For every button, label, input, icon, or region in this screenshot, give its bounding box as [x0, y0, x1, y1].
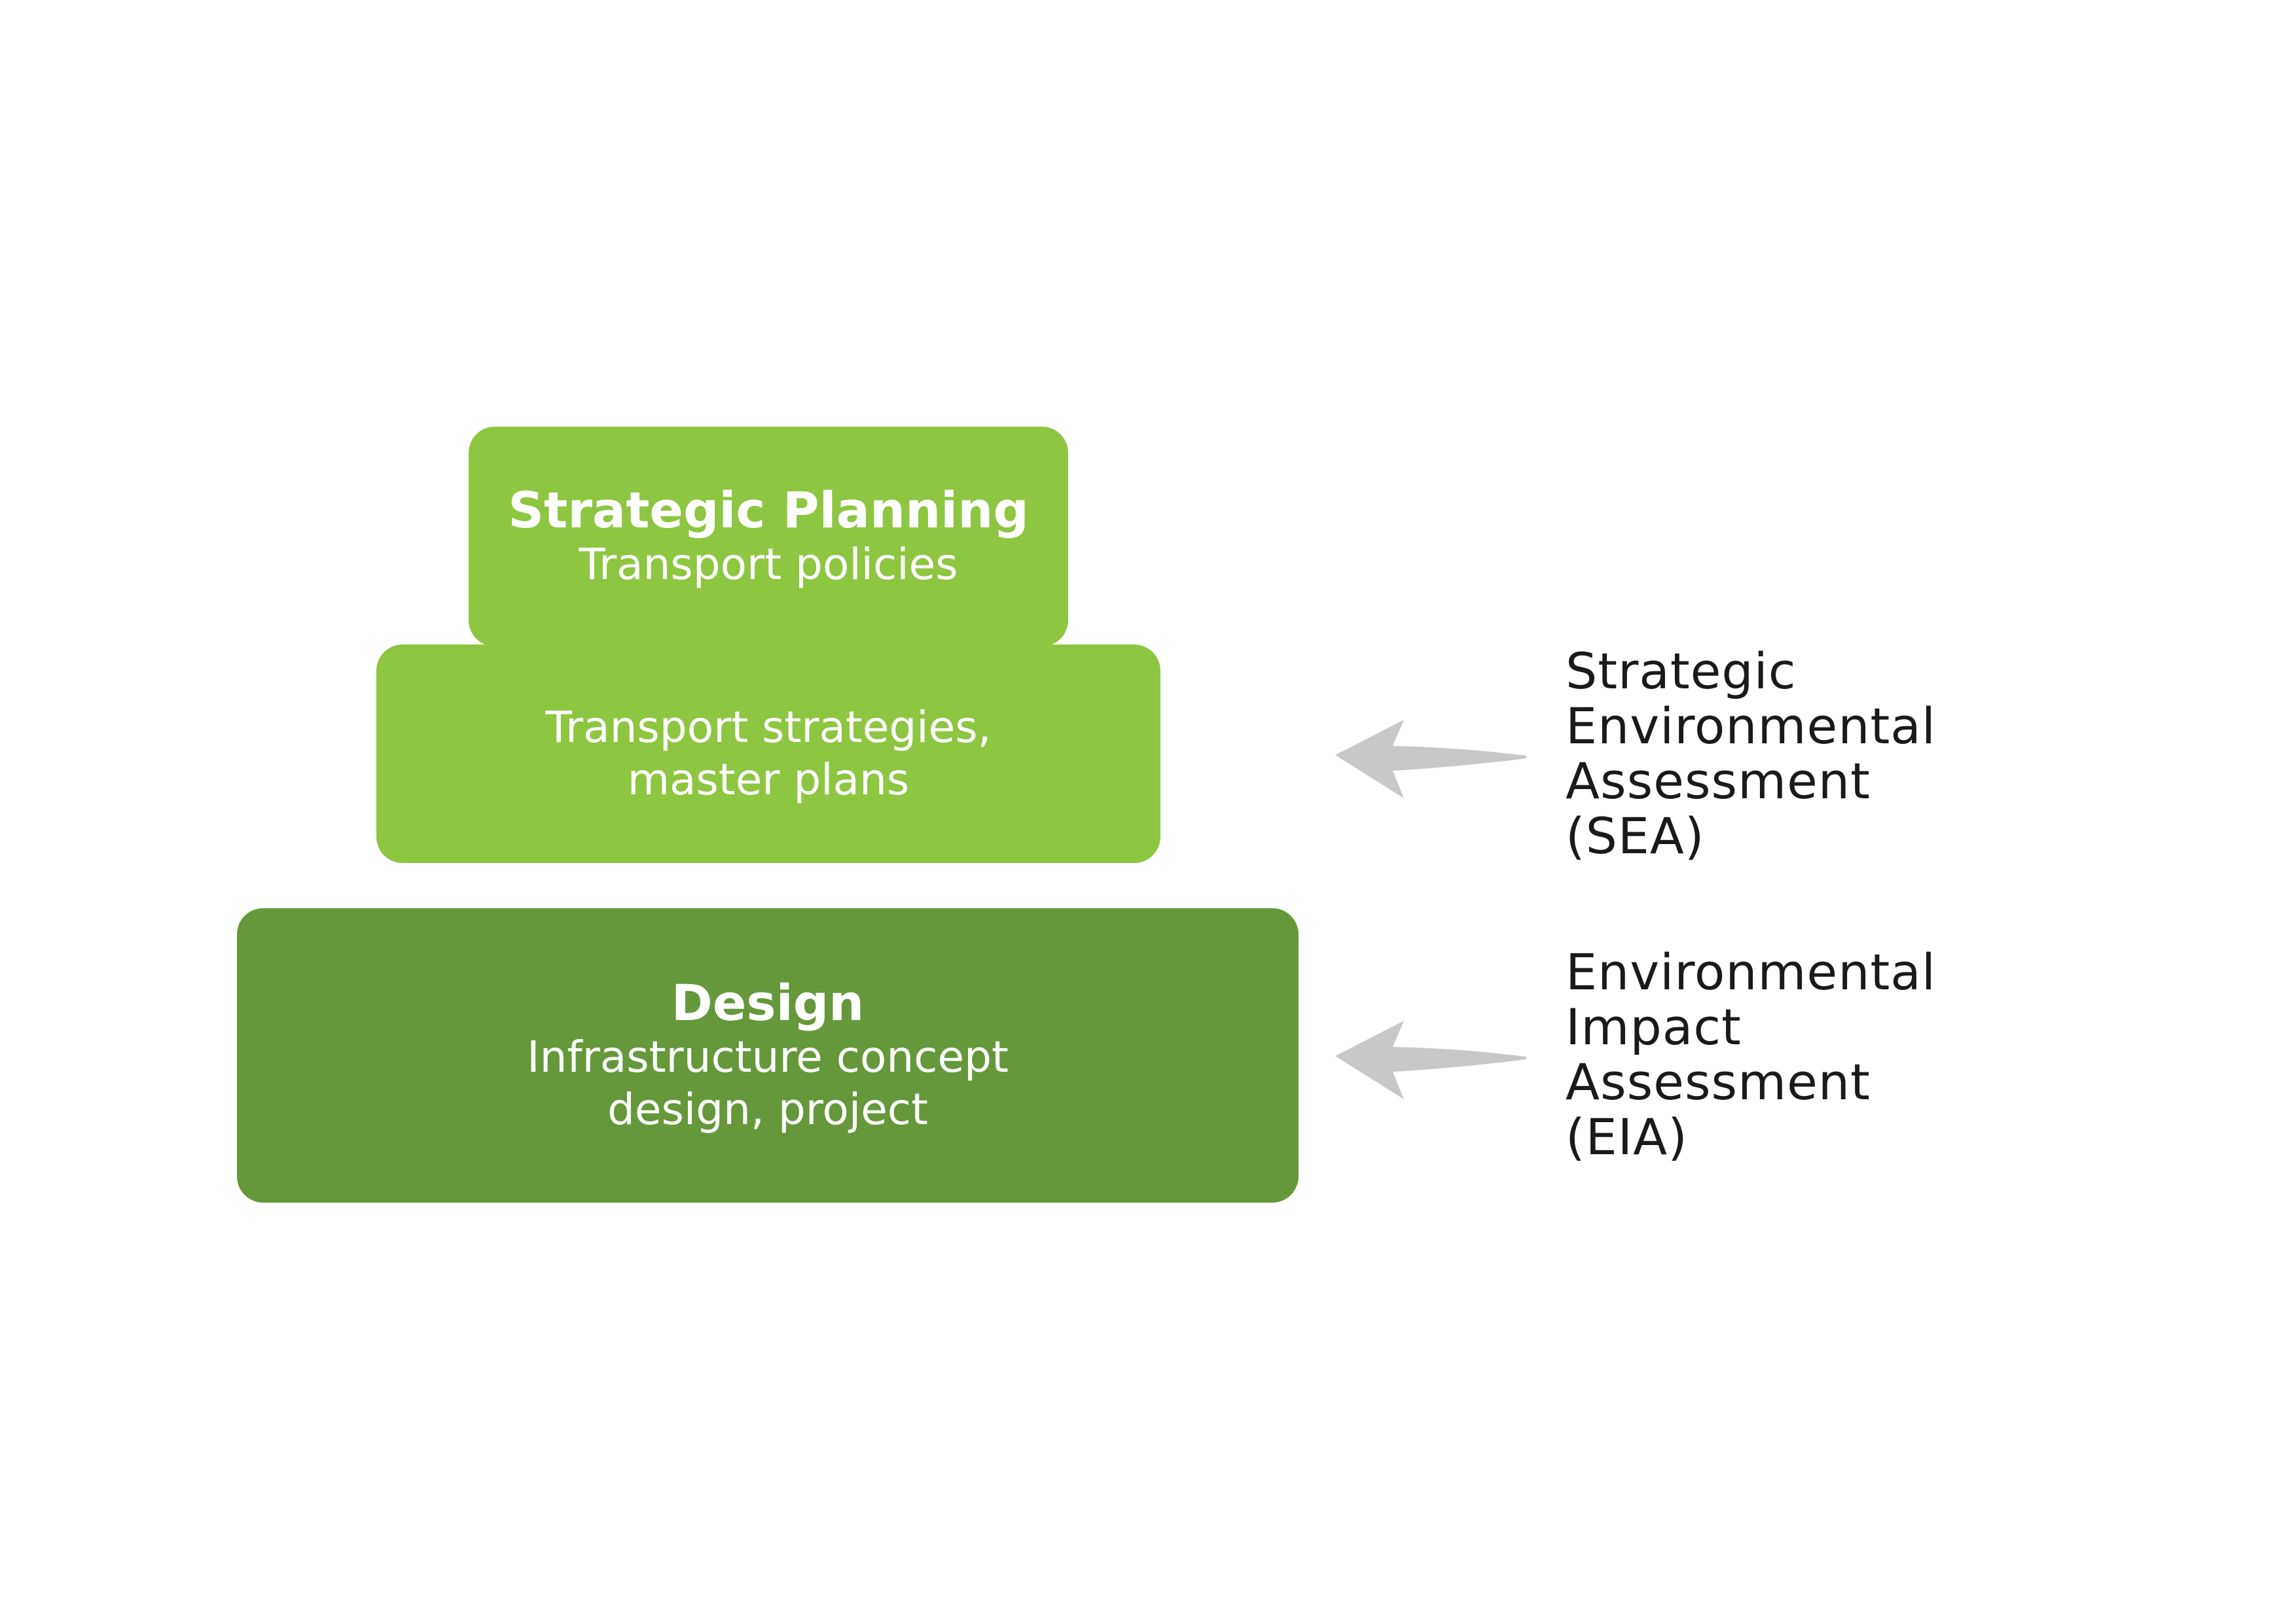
- sea-label-line-3: Assessment: [1566, 752, 1871, 810]
- eia-label-line-2: Impact: [1566, 998, 1742, 1056]
- sea-label-line-2: Environmental: [1566, 697, 1936, 755]
- eia-label: Environmental Impact Assessment (EIA): [1566, 945, 1936, 1165]
- eia-label-line-3: Assessment: [1566, 1053, 1871, 1111]
- eia-label-line-4: (EIA): [1566, 1108, 1688, 1166]
- transport-strategies-line-2: master plans: [627, 754, 910, 805]
- design-title: Design: [671, 974, 865, 1032]
- strategic-planning-title: Strategic Planning: [508, 481, 1029, 539]
- strategic-planning-box: Strategic Planning Transport policies: [469, 427, 1068, 646]
- eia-label-line-1: Environmental: [1566, 943, 1936, 1001]
- design-line-2: design, project: [607, 1084, 928, 1135]
- design-box: Design Infrastructure concept design, pr…: [237, 908, 1299, 1203]
- sea-label-line-1: Strategic: [1566, 642, 1797, 700]
- eia-arrow-left-icon: [1335, 1021, 1526, 1099]
- transport-strategies-box: Transport strategies, master plans: [376, 644, 1160, 863]
- sea-label-line-4: (SEA): [1566, 807, 1705, 865]
- sea-label: Strategic Environmental Assessment (SEA): [1566, 644, 1936, 864]
- strategic-planning-subtitle: Transport policies: [579, 539, 958, 590]
- sea-arrow-left-icon: [1335, 720, 1526, 798]
- transport-strategies-line-1: Transport strategies,: [545, 702, 992, 752]
- design-line-1: Infrastructure concept: [527, 1032, 1009, 1082]
